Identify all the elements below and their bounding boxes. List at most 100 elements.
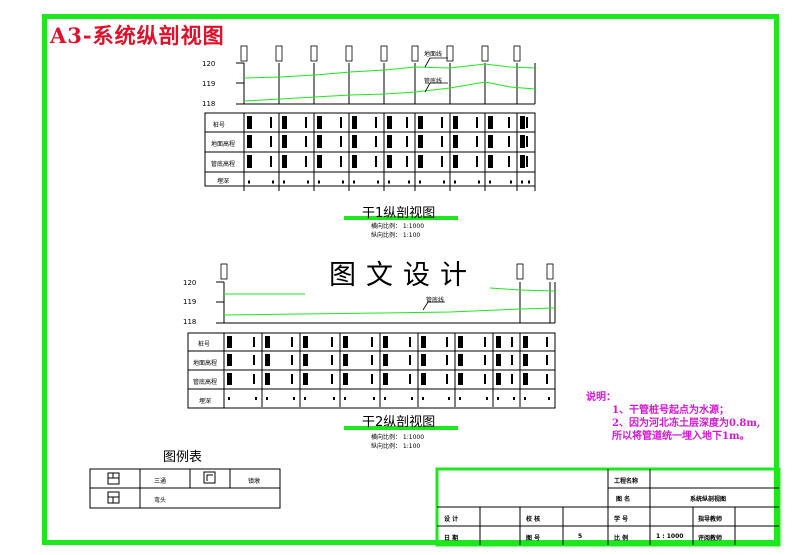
profile2-elev-120: 120 xyxy=(183,279,197,287)
profile1-caption: 干1纵剖视图 xyxy=(362,206,436,221)
table-marker xyxy=(520,155,525,168)
station-flag xyxy=(275,45,283,62)
table-tick xyxy=(459,397,461,400)
table-tick xyxy=(331,374,333,384)
profile1-row-invert: 管底高程 xyxy=(211,161,236,168)
station-flag xyxy=(220,263,228,280)
table-marker xyxy=(453,135,458,148)
table-tick xyxy=(305,117,307,128)
table-marker xyxy=(523,336,528,348)
drawing-frame xyxy=(42,14,779,545)
table-marker xyxy=(303,373,308,385)
table-marker xyxy=(352,116,357,129)
profile2-caption: 干2纵剖视图 xyxy=(362,415,436,430)
profile2-plot xyxy=(216,263,556,324)
notes: 说明： 1、干管桩号起点为水源； 2、因为河北冻土层深度为0.8m, 所以将管道… xyxy=(586,391,760,443)
table-tick xyxy=(304,397,306,400)
table-tick xyxy=(411,397,413,400)
profile1-elev-119: 119 xyxy=(202,80,216,88)
table-tick xyxy=(272,180,274,184)
table-marker xyxy=(383,336,388,348)
table-tick xyxy=(375,156,377,167)
table-tick xyxy=(353,180,355,184)
table-tick xyxy=(253,337,255,347)
table-tick xyxy=(510,180,512,184)
table-marker xyxy=(418,116,423,129)
table-marker xyxy=(227,336,232,348)
table-tick xyxy=(508,136,510,147)
table-marker xyxy=(488,135,493,148)
table-marker xyxy=(282,116,287,129)
table-marker xyxy=(520,135,525,148)
table-marker xyxy=(247,155,252,168)
profile1-elev-120: 120 xyxy=(202,60,216,68)
table-marker xyxy=(496,354,501,366)
table-tick xyxy=(270,156,272,167)
table-marker xyxy=(421,336,426,348)
profile2-row-depth: 埋深 xyxy=(199,398,212,405)
profile1-scale-v: 纵向比例： 1:100 xyxy=(371,232,421,239)
table-tick xyxy=(508,156,510,167)
table-tick xyxy=(388,180,390,184)
legend-item-elbow: 镇墩 xyxy=(248,478,261,485)
station-flag xyxy=(345,45,353,62)
table-marker xyxy=(496,336,501,348)
table-marker xyxy=(387,155,392,168)
station-flag xyxy=(411,45,419,62)
table-marker xyxy=(343,373,348,385)
table-marker xyxy=(458,373,463,385)
table-tick xyxy=(228,397,230,400)
profile2-invert-line-label: 管底线 xyxy=(426,297,445,304)
profile1-invert-line-label: 管底线 xyxy=(424,78,443,85)
table-tick xyxy=(331,355,333,365)
table-tick xyxy=(255,397,257,400)
table-marker xyxy=(458,354,463,366)
tb-scale-label: 比 例 xyxy=(614,535,629,542)
table-tick xyxy=(371,337,373,347)
table-tick xyxy=(291,355,293,365)
table-marker xyxy=(488,116,493,129)
notes-line-2: 2、因为河北冻土层深度为0.8m, xyxy=(612,418,761,429)
table-marker xyxy=(418,155,423,168)
legend-item-valve: 弯头 xyxy=(154,497,167,504)
tb-date-label: 日 期 xyxy=(444,535,459,542)
table-tick xyxy=(526,156,528,167)
profile2-station-lines xyxy=(220,263,554,323)
tb-reviewer-label: 评阅教师 xyxy=(698,535,723,542)
table-tick xyxy=(546,374,548,384)
table-tick xyxy=(521,180,523,184)
table-marker xyxy=(383,373,388,385)
profile1-ground-line-label: 地面线 xyxy=(424,51,443,58)
profile1-elev-118: 118 xyxy=(202,100,216,108)
table-tick xyxy=(511,355,513,365)
tb-drawing-name: 系统纵剖视图 xyxy=(690,496,727,503)
table-tick xyxy=(270,117,272,128)
table-marker xyxy=(265,336,270,348)
table-marker xyxy=(227,354,232,366)
table-tick xyxy=(546,355,548,365)
table-tick xyxy=(291,374,293,384)
table-tick xyxy=(446,374,448,384)
profile1-invert-line xyxy=(243,81,536,102)
table-marker xyxy=(387,135,392,148)
table-tick xyxy=(513,397,515,400)
table-tick xyxy=(476,136,478,147)
table-tick xyxy=(331,337,333,347)
profile1-plot xyxy=(236,45,536,105)
table-tick xyxy=(340,136,342,147)
notes-line-3: 所以将管道统一埋入地下1m。 xyxy=(612,431,750,442)
table-tick xyxy=(371,355,373,365)
table-tick xyxy=(548,397,550,400)
profile1-station-lines xyxy=(240,45,521,104)
station-flag xyxy=(513,45,521,62)
table-tick xyxy=(377,180,379,184)
profile2-ground-line-right xyxy=(489,287,556,292)
table-tick xyxy=(443,180,445,184)
table-marker xyxy=(421,373,426,385)
table-tick xyxy=(409,337,411,347)
table-tick xyxy=(546,337,548,347)
station-flag xyxy=(516,263,524,280)
table-tick xyxy=(305,136,307,147)
table-tick xyxy=(406,156,408,167)
legend-item-tee: 三通 xyxy=(154,478,167,485)
